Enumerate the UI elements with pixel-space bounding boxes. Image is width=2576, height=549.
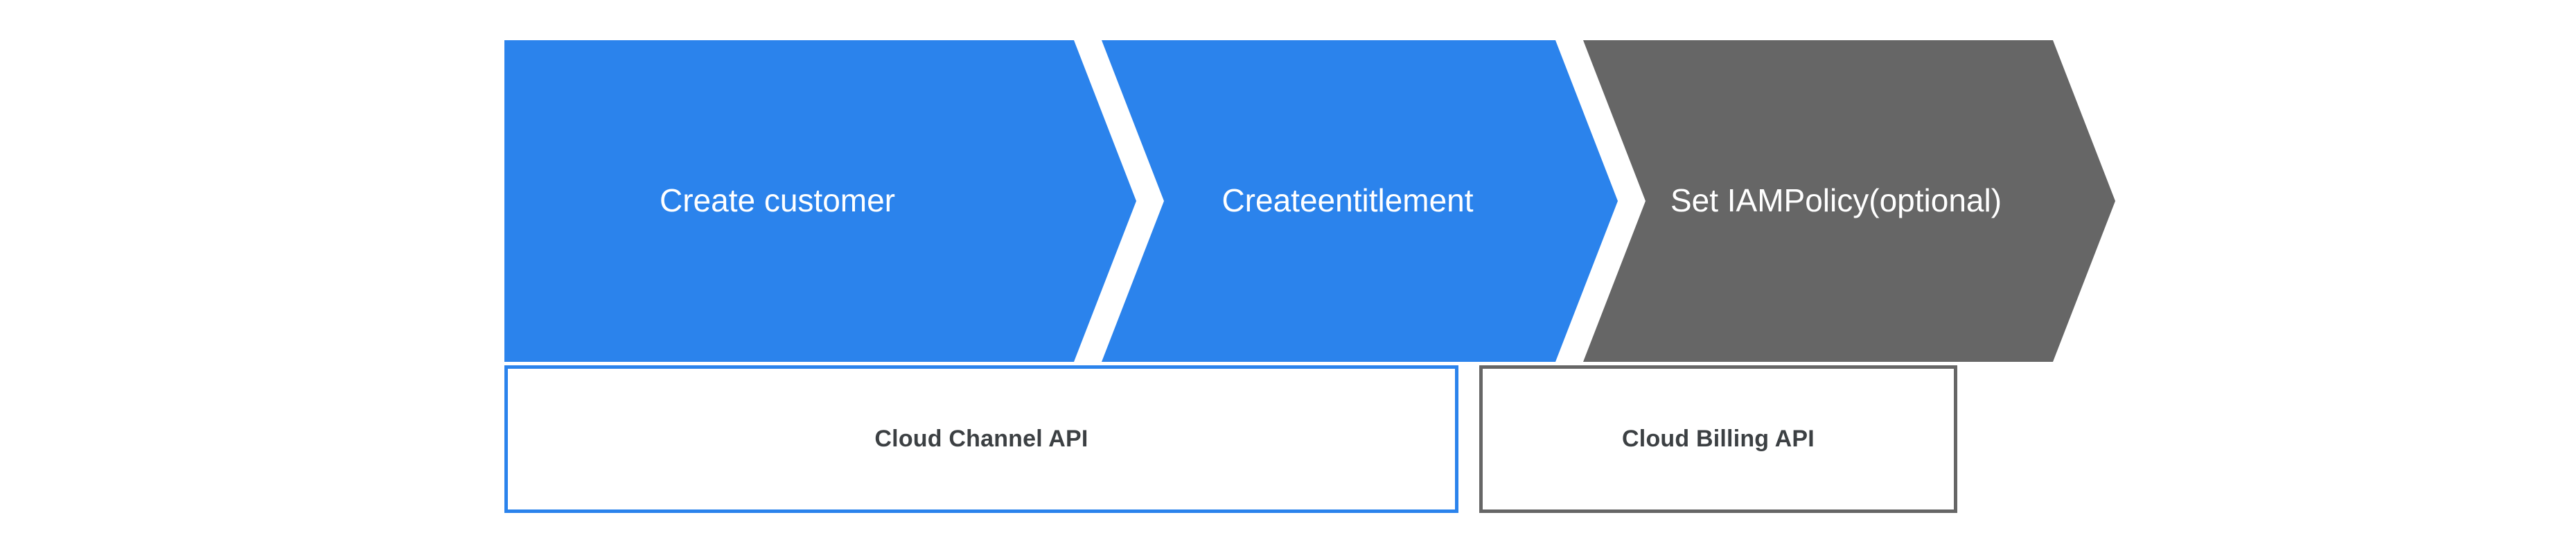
api-group-box-cloud-channel: Cloud Channel API [504, 365, 1458, 513]
chevron-step-create-entitlement [1102, 40, 1618, 362]
chevron-step-create-customer [504, 40, 1136, 362]
api-group-label-cloud-channel: Cloud Channel API [874, 426, 1088, 452]
api-group-label-cloud-billing: Cloud Billing API [1622, 426, 1815, 452]
api-group-box-cloud-billing: Cloud Billing API [1479, 365, 1957, 513]
chevron-step-set-iam-policy [1583, 40, 2115, 362]
